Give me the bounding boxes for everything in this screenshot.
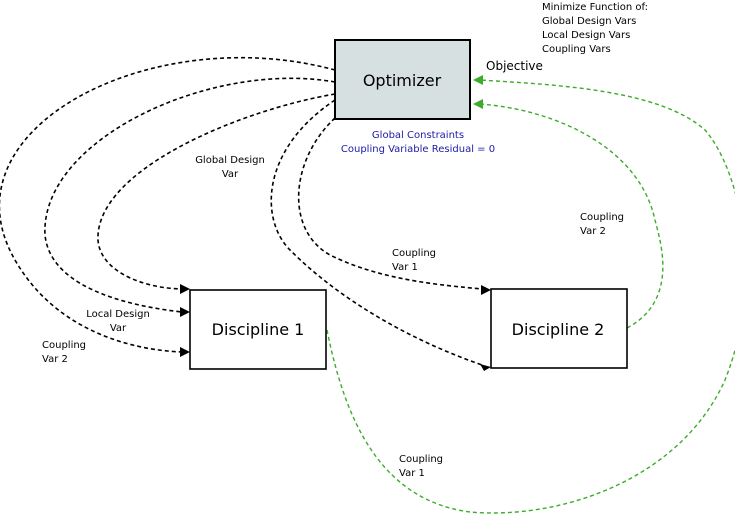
global-design-line-1: Global Design (195, 155, 265, 166)
edge-label-coupling-var1-top: Coupling Var 1 (392, 248, 436, 273)
green-edges (326, 75, 735, 514)
minimize-line-3: Local Design Vars (542, 30, 630, 41)
minimize-line-2: Global Design Vars (542, 16, 636, 27)
constraints-line-2: Coupling Variable Residual = 0 (341, 144, 495, 155)
edge-global-design-to-discipline2 (270, 99, 483, 366)
optimizer-label: Optimizer (363, 71, 442, 90)
arrowhead-discipline2-bottom (480, 364, 491, 371)
black-edges (0, 56, 491, 371)
constraints-annotation: Global Constraints Coupling Variable Res… (341, 130, 495, 155)
coupling-var2-left-line-2: Var 2 (42, 354, 68, 365)
coupling-var1-top-line-2: Var 1 (392, 262, 418, 273)
edge-label-coupling-var2-right: Coupling Var 2 (580, 212, 624, 237)
edge-label-coupling-var2-left: Coupling Var 2 (42, 340, 86, 365)
discipline1-label: Discipline 1 (212, 320, 305, 339)
coupling-var1-top-line-1: Coupling (392, 248, 436, 259)
arrowhead-optimizer-upper (473, 75, 483, 85)
arrowhead-discipline1-middle (180, 307, 190, 317)
edge-label-local-design: Local Design Var (86, 309, 150, 334)
discipline2-label: Discipline 2 (512, 320, 605, 339)
coupling-var2-right-line-1: Coupling (580, 212, 624, 223)
edge-coupling-var2-to-discipline1 (0, 56, 336, 353)
arrowhead-discipline1-bottom (180, 347, 190, 357)
edge-label-coupling-var1-bottom: Coupling Var 1 (399, 454, 443, 479)
coupling-var1-bottom-line-1: Coupling (399, 454, 443, 465)
local-design-line-1: Local Design (86, 309, 150, 320)
edge-discipline2-coupling-to-optimizer (479, 103, 664, 329)
coupling-var1-bottom-line-2: Var 1 (399, 468, 425, 479)
optimizer-node: Optimizer (334, 39, 471, 120)
coupling-var2-right-line-2: Var 2 (580, 226, 606, 237)
minimize-line-4: Coupling Vars (542, 44, 611, 55)
global-design-line-2: Var (222, 169, 239, 180)
discipline1-node: Discipline 1 (189, 289, 327, 370)
discipline1-box (189, 289, 327, 370)
discipline2-node: Discipline 2 (490, 288, 628, 369)
arrowhead-optimizer-lower (473, 99, 483, 109)
edge-local-design-to-discipline1 (44, 77, 336, 313)
minimize-annotation: Minimize Function of: Global Design Vars… (542, 2, 648, 55)
minimize-line-1: Minimize Function of: (542, 2, 648, 13)
edge-global-design-to-discipline1 (97, 93, 336, 290)
coupling-var2-left-line-1: Coupling (42, 340, 86, 351)
arrowhead-discipline2-top (481, 285, 491, 295)
constraints-line-1: Global Constraints (372, 130, 464, 141)
edge-label-global-design: Global Design Var (195, 155, 265, 180)
discipline2-box (490, 288, 628, 369)
arrowhead-discipline1-top (180, 284, 190, 294)
optimizer-box (334, 39, 471, 120)
objective-label: Objective (486, 59, 543, 73)
edge-coupling-var1-to-discipline2 (297, 117, 483, 290)
local-design-line-2: Var (110, 323, 127, 334)
